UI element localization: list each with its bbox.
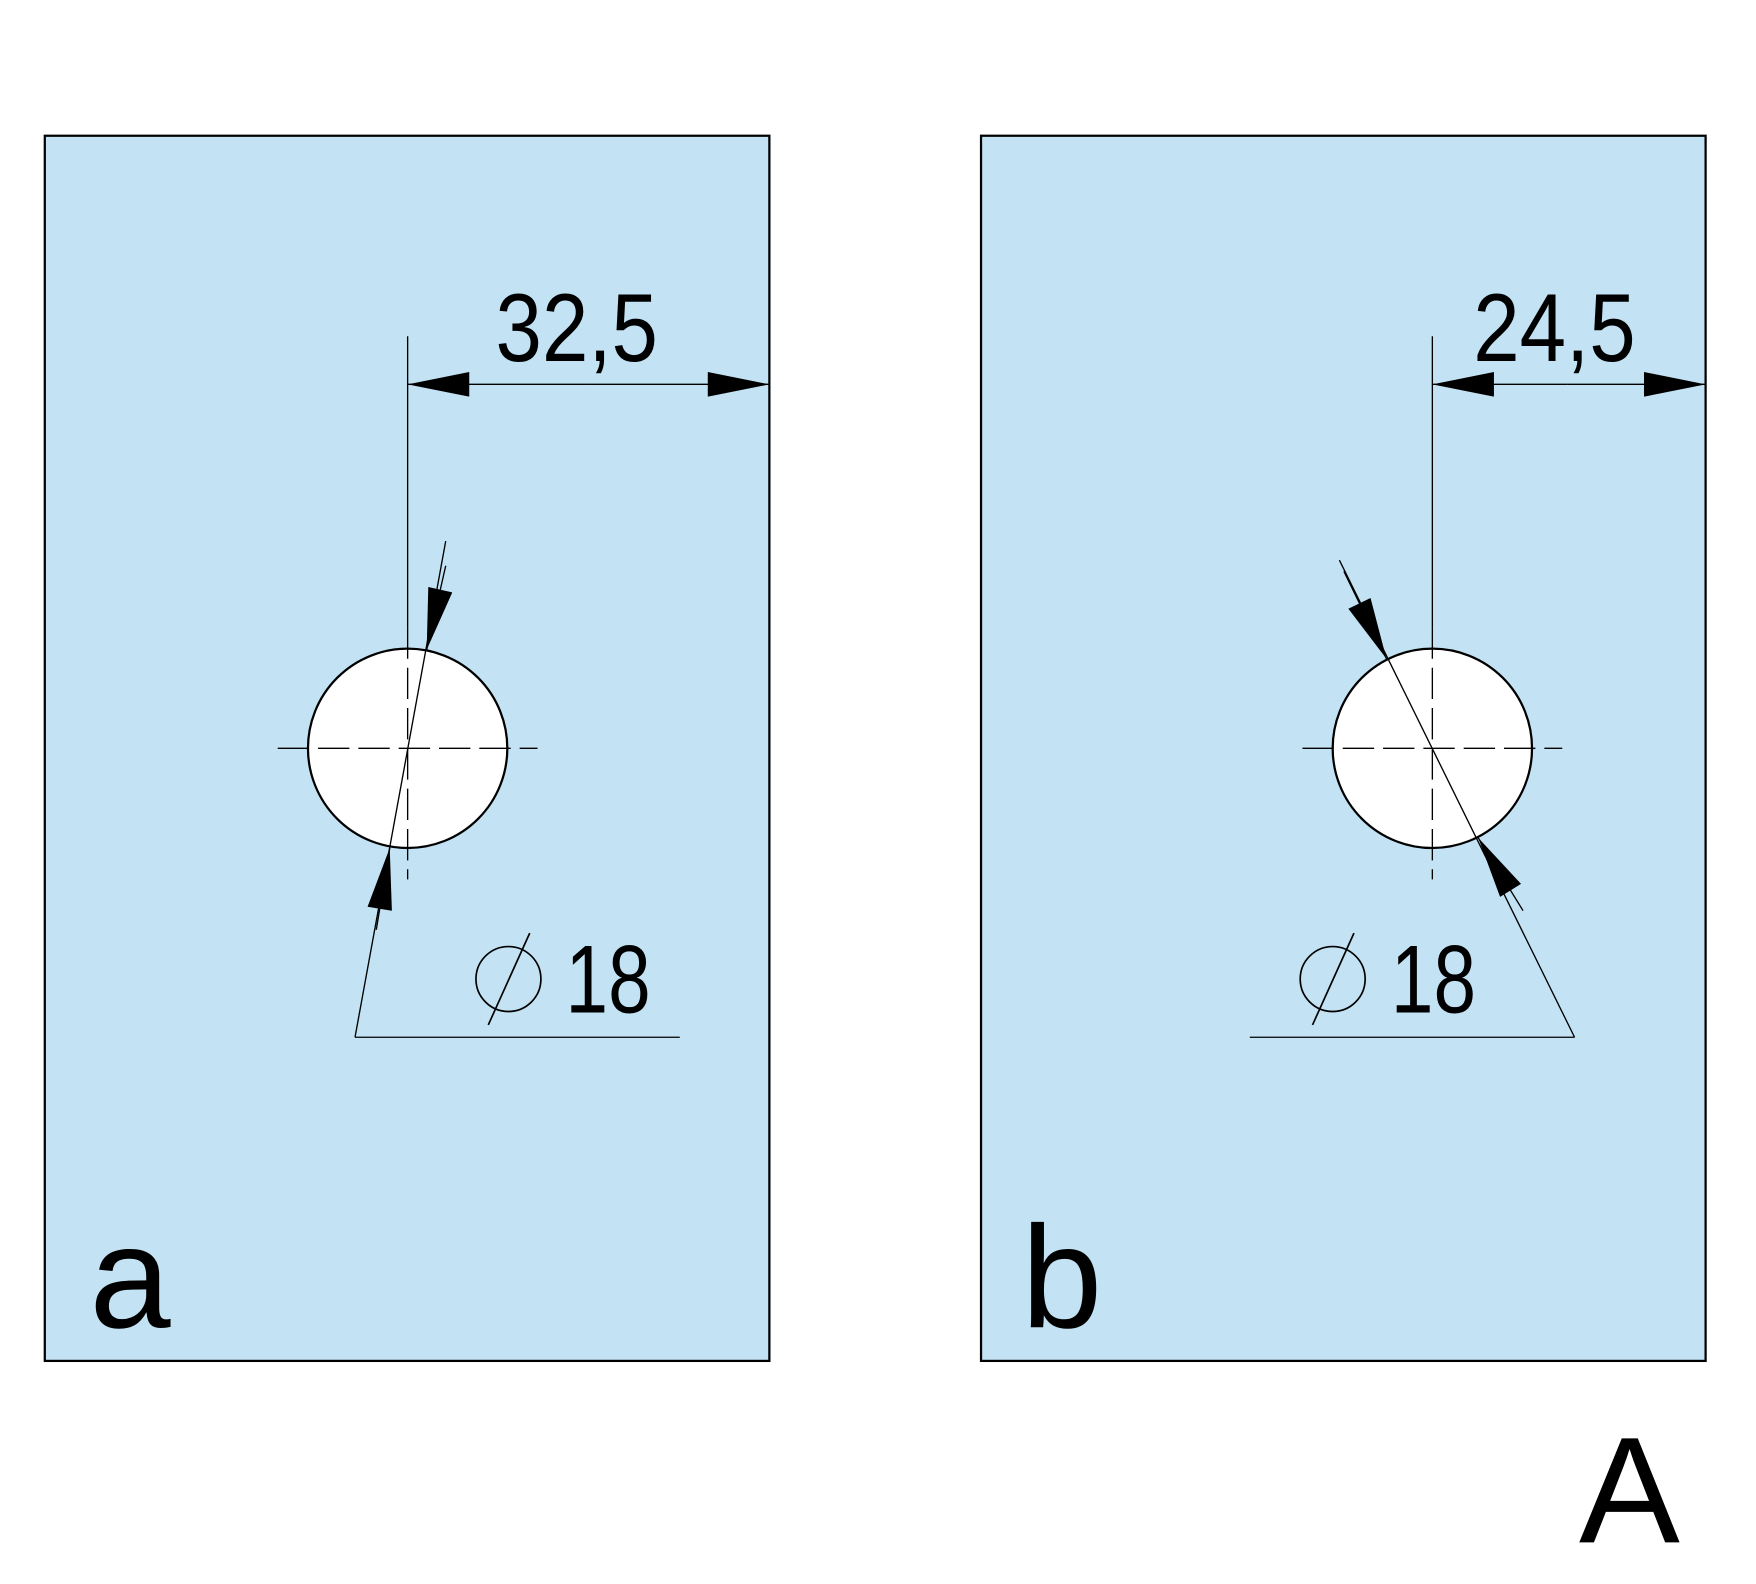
panel-label: b xyxy=(1021,1195,1102,1358)
diameter-symbol-icon xyxy=(475,932,542,1026)
view-label: A xyxy=(1579,1406,1680,1575)
diameter-dimension: 18 xyxy=(566,927,651,1034)
panel-a: 32,5 18 a xyxy=(43,134,771,1363)
diameter-arrow xyxy=(426,565,453,650)
diameter-dimension: 18 xyxy=(1391,927,1476,1034)
panel-b: 24,5 18 b xyxy=(979,134,1707,1363)
diameter-arrow xyxy=(1477,837,1524,912)
panel-label: a xyxy=(90,1195,171,1358)
diameter-arrow xyxy=(367,847,392,930)
diameter-arrow xyxy=(1343,571,1388,660)
diameter-symbol-icon xyxy=(1299,932,1366,1026)
offset-dimension: 24,5 xyxy=(1473,275,1635,382)
offset-dimension: 32,5 xyxy=(496,275,658,382)
